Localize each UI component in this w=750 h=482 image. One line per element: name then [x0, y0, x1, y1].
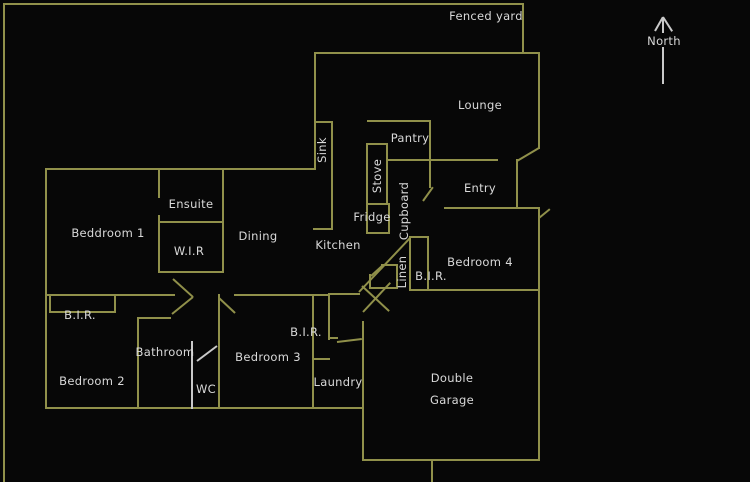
- ensuite-label: Ensuite: [168, 197, 214, 211]
- bathroom-top-wall: [137, 317, 171, 319]
- lounge-label: Lounge: [458, 98, 502, 112]
- fence-left-wall: [3, 3, 5, 482]
- hallway-door-swing-lower: [171, 296, 194, 315]
- stove-left: [366, 143, 368, 205]
- pantry-label: Pantry: [390, 131, 430, 145]
- lounge-door-swing: [516, 146, 540, 162]
- ensuite-left-wall: [158, 168, 160, 198]
- fenced-yard-label: Fenced yard: [449, 9, 523, 23]
- bir2-right: [114, 294, 116, 313]
- north-label: North: [647, 34, 681, 48]
- kitchen-south-wall: [328, 293, 360, 295]
- bir4-right: [427, 236, 429, 291]
- bathroom-wc-divider: [191, 341, 193, 409]
- bedroom1-label: Beddroom 1: [71, 226, 145, 240]
- house-right-wall-upper: [538, 52, 540, 149]
- bedroom2-top-wall: [45, 294, 175, 296]
- bir3-left: [312, 294, 314, 409]
- linen-door-swing: [370, 265, 383, 277]
- bedroom4-label: Bedroom 4: [447, 255, 513, 269]
- laundry-label: Laundry: [313, 375, 363, 389]
- bir4-left: [409, 236, 411, 291]
- wir-bottom-wall: [158, 271, 224, 273]
- bedroom3-label: Bedroom 3: [235, 350, 301, 364]
- pantry-right-wall: [429, 120, 431, 188]
- front-door-swing: [538, 208, 551, 219]
- garage-bottom-wall: [362, 459, 540, 461]
- stove-label: Stove: [370, 158, 384, 194]
- bir-bedroom4-label: B.I.R.: [415, 269, 447, 283]
- wir-label: W.I.R: [173, 244, 205, 258]
- bir-bedroom3-label: B.I.R.: [290, 325, 322, 339]
- cupboard-door-swing: [422, 186, 434, 202]
- ensuite-wir-divider: [158, 221, 224, 223]
- kitchen-entry-divider-wall: [387, 159, 498, 161]
- cupboard-label: Cupboard: [397, 181, 411, 241]
- kitchen-label: Kitchen: [315, 238, 361, 252]
- north-arrow-shaft-lower: [662, 47, 664, 84]
- entry-label: Entry: [463, 181, 497, 195]
- bathroom-left-wall: [137, 317, 139, 409]
- bir2-left: [49, 294, 51, 313]
- fridge-right: [388, 203, 390, 234]
- linen-top: [381, 264, 398, 266]
- laundry-door-jamb: [328, 337, 338, 339]
- dining-label: Dining: [238, 229, 278, 243]
- sink-bench-bottom: [313, 228, 333, 230]
- bedroom2-label: Bedroom 2: [59, 374, 125, 388]
- stove-top: [366, 143, 388, 145]
- bir3-right: [328, 294, 330, 340]
- bedroom4-top-wall: [444, 207, 540, 209]
- bedroom3-top-wall: [234, 294, 330, 296]
- stove-right: [386, 143, 388, 205]
- bedroom-wing-top-wall: [45, 168, 316, 170]
- wc-label: WC: [195, 382, 217, 396]
- bedroom4-bottom-wall: [409, 289, 540, 291]
- wir-left-wall: [158, 227, 160, 273]
- wc-door-swing: [196, 345, 218, 362]
- north-arrow-shaft-upper: [662, 18, 664, 33]
- lounge-left-wall: [314, 52, 316, 170]
- bathroom-label: Bathroom: [135, 345, 195, 359]
- stove-bottom: [366, 203, 388, 205]
- sink-label: Sink: [315, 137, 329, 163]
- house-bottom-wall: [45, 407, 364, 409]
- house-left-wall: [45, 168, 47, 409]
- fence-stub-below-garage: [431, 459, 433, 482]
- garage-left-wall: [362, 321, 364, 461]
- fridge-left: [366, 203, 368, 234]
- sink-bench-top: [314, 121, 333, 123]
- house-top-wall: [314, 52, 540, 54]
- bir3-bottom: [312, 358, 330, 360]
- fridge-bottom: [366, 232, 390, 234]
- bedroom3-door-swing: [218, 297, 236, 314]
- sink-bench-right: [331, 121, 333, 230]
- garage-label-line2: Garage: [430, 393, 474, 407]
- entry-east-wall: [516, 159, 518, 209]
- laundry-door-swing: [336, 338, 362, 343]
- garage-label-line1: Double: [430, 371, 474, 385]
- hallway-door-swing-upper: [172, 278, 194, 298]
- fridge-label: Fridge: [353, 210, 391, 224]
- bedroom3-left-wall: [218, 294, 220, 409]
- bir2-bottom: [49, 311, 116, 313]
- fence-top-wall: [3, 3, 523, 5]
- wir-right-wall: [222, 168, 224, 273]
- bir-bedroom2-label: B.I.R.: [64, 308, 96, 322]
- fence-right-wall: [522, 3, 524, 54]
- bir4-top: [409, 236, 429, 238]
- linen-right: [396, 264, 398, 289]
- pantry-top-wall: [367, 120, 431, 122]
- house-right-wall-lower: [538, 207, 540, 461]
- linen-label: Linen: [395, 255, 409, 289]
